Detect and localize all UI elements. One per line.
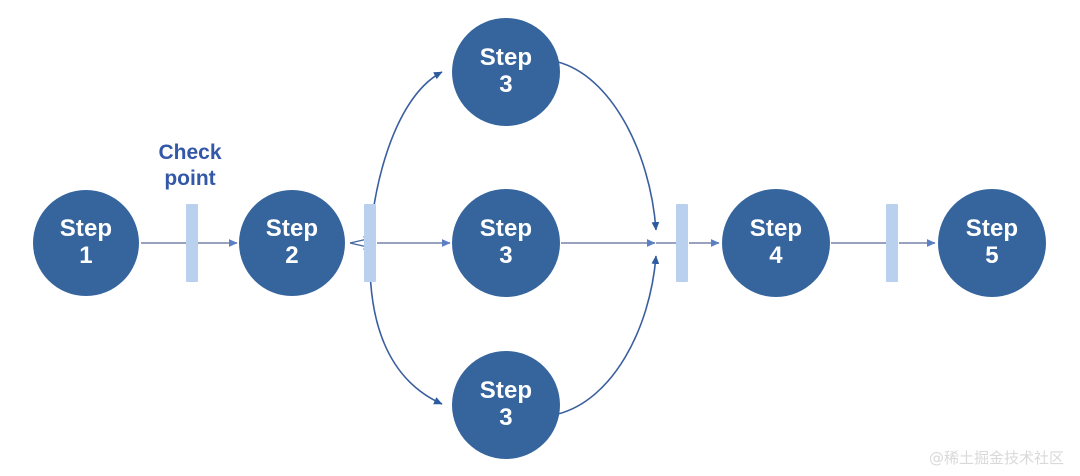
- node-step5[interactable]: Step 5: [938, 189, 1046, 297]
- node-step1-title: Step: [59, 215, 113, 243]
- checkpoint-label: Check point: [158, 141, 222, 190]
- node-step2[interactable]: Step 2: [239, 190, 345, 296]
- node-step4-number: 4: [769, 242, 783, 269]
- node-step1[interactable]: Step 1: [33, 190, 139, 296]
- node-step4-title: Step: [749, 215, 803, 243]
- node-step5-number: 5: [985, 242, 999, 269]
- node-step2-title: Step: [265, 215, 319, 243]
- node-step3-middle-title: Step: [479, 215, 533, 243]
- edge-step3-bottom-to-merge: [557, 255, 660, 415]
- node-step3-top[interactable]: Step 3: [452, 18, 560, 126]
- gate-bar-4[interactable]: [886, 204, 898, 282]
- gate-bar-2[interactable]: [364, 204, 376, 282]
- node-step3-middle-number: 3: [499, 242, 513, 269]
- node-step4[interactable]: Step 4: [722, 189, 830, 297]
- gate-bar-3[interactable]: [676, 204, 688, 282]
- node-step3-top-title: Step: [479, 44, 533, 72]
- node-step3-middle[interactable]: Step 3: [452, 189, 560, 297]
- edge-gate2-to-step3-top: [369, 71, 443, 259]
- watermark-text: @稀土掘金技术社区: [928, 449, 1064, 467]
- node-step2-number: 2: [285, 242, 299, 269]
- edge-step3-top-to-merge: [557, 61, 660, 231]
- gate-bar-1[interactable]: [186, 204, 198, 282]
- node-step3-top-number: 3: [499, 71, 513, 98]
- edge-gate2-to-step3-bottom: [369, 261, 443, 405]
- node-step3-bottom-number: 3: [499, 404, 513, 431]
- node-step1-number: 1: [79, 242, 93, 269]
- node-step3-bottom[interactable]: Step 3: [452, 351, 560, 459]
- node-step5-title: Step: [965, 215, 1019, 243]
- node-step3-bottom-title: Step: [479, 377, 533, 405]
